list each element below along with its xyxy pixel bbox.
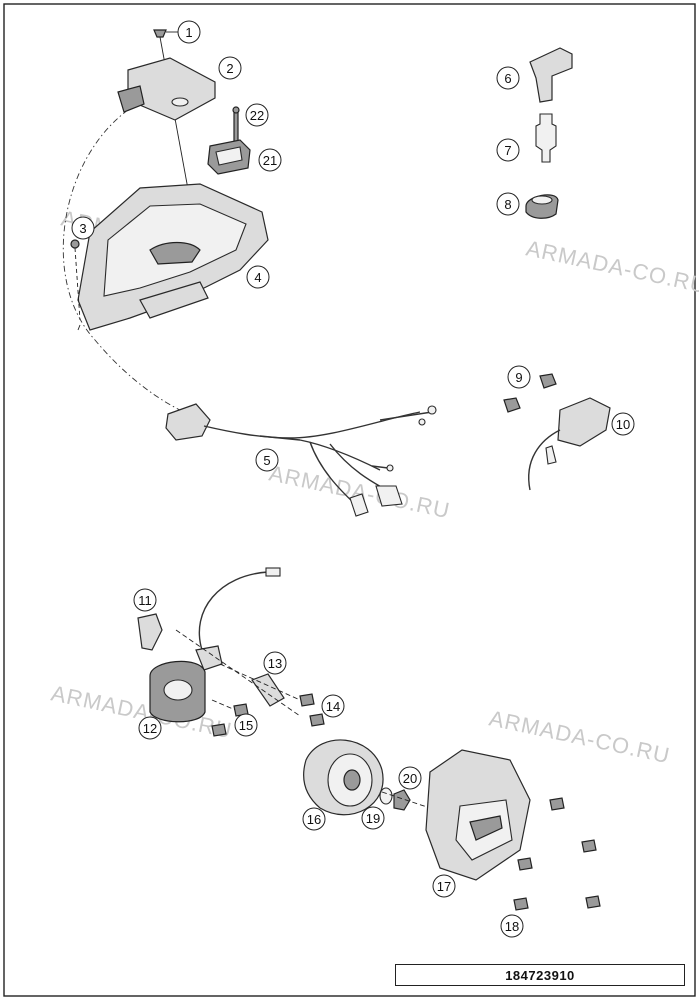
callout-label: 21	[263, 153, 277, 168]
ignition-top-right	[525, 47, 573, 219]
harness-route-dashed	[62, 109, 181, 411]
part-11-pickup	[137, 613, 163, 651]
watermark-text: ARMADA-CO.RU	[487, 705, 673, 768]
watermark-text: ARMADA-CO.RU	[524, 235, 699, 298]
callout-label: 5	[263, 453, 270, 468]
callout-13: 13	[263, 651, 287, 675]
callout-21: 21	[258, 148, 282, 172]
part-9-bolt	[503, 397, 521, 413]
callout-label: 17	[437, 879, 451, 894]
part-18-screw	[549, 797, 565, 811]
ecu-assembly	[62, 29, 269, 411]
callout-10: 10	[611, 412, 635, 436]
callout-2: 2	[218, 56, 242, 80]
callout-12: 12	[138, 716, 162, 740]
part-6-spark-plug-cap	[529, 47, 573, 103]
part-18-screw	[581, 839, 597, 853]
callout-label: 7	[504, 143, 511, 158]
callout-1: 1	[166, 20, 201, 44]
callout-label: 8	[504, 197, 511, 212]
part-15-screw	[211, 723, 227, 737]
callout-8: 8	[496, 192, 520, 216]
ignition-coil-group	[503, 373, 611, 491]
callout-label: 1	[185, 25, 192, 40]
rotor-cover-group	[303, 739, 601, 911]
part-20-nut	[393, 789, 411, 811]
callout-4: 4	[246, 265, 270, 289]
callout-6: 6	[496, 66, 520, 90]
callout-20: 20	[398, 766, 422, 790]
callout-label: 22	[250, 108, 264, 123]
part-13-cable-clamp	[251, 673, 285, 707]
callout-19: 19	[361, 806, 385, 830]
callout-9: 9	[507, 365, 531, 389]
part-9-bolt	[539, 373, 557, 389]
callout-label: 11	[138, 593, 152, 608]
callout-label: 20	[403, 771, 417, 786]
part-19-washer	[379, 787, 393, 805]
callout-16: 16	[302, 807, 326, 831]
diagram-border	[3, 3, 696, 997]
part-18-screw	[585, 895, 601, 909]
callout-label: 14	[326, 699, 340, 714]
part-18-screw	[513, 897, 529, 911]
callout-7: 7	[496, 138, 520, 162]
part-14-screw	[309, 713, 325, 727]
part-1-screw	[153, 29, 167, 38]
part-10-ignition-coil	[557, 397, 611, 447]
callout-label: 16	[307, 812, 321, 827]
part-3-screw	[70, 239, 80, 249]
callout-label: 19	[366, 811, 380, 826]
part-7-spark-plug	[535, 113, 557, 163]
callout-label: 4	[254, 270, 261, 285]
stator-group	[137, 567, 325, 737]
diagram-id-label: 184723910	[395, 964, 685, 986]
part-18-screw	[517, 857, 533, 871]
callout-18: 18	[500, 914, 524, 938]
part-14-screw	[299, 693, 315, 707]
callout-label: 2	[226, 61, 233, 76]
callout-label: 13	[268, 656, 282, 671]
callout-label: 15	[239, 718, 253, 733]
part-5-wiring-harness	[165, 403, 437, 517]
callout-15: 15	[234, 713, 258, 737]
callout-label: 3	[79, 221, 86, 236]
callout-label: 9	[515, 370, 522, 385]
callout-label: 18	[505, 919, 519, 934]
part-22-bolt	[233, 109, 239, 145]
callout-22: 22	[245, 103, 269, 127]
callout-3: 3	[71, 216, 95, 240]
callout-label: 12	[143, 721, 157, 736]
callout-label: 6	[504, 71, 511, 86]
callout-14: 14	[321, 694, 345, 718]
callout-17: 17	[432, 874, 456, 898]
callout-11: 11	[133, 588, 157, 612]
callout-layer: 1 2 3 4 5 6 7 8 9 10 11 12 13 14 15 16 1…	[71, 20, 635, 938]
callout-label: 10	[616, 417, 630, 432]
callout-5: 5	[255, 448, 279, 472]
